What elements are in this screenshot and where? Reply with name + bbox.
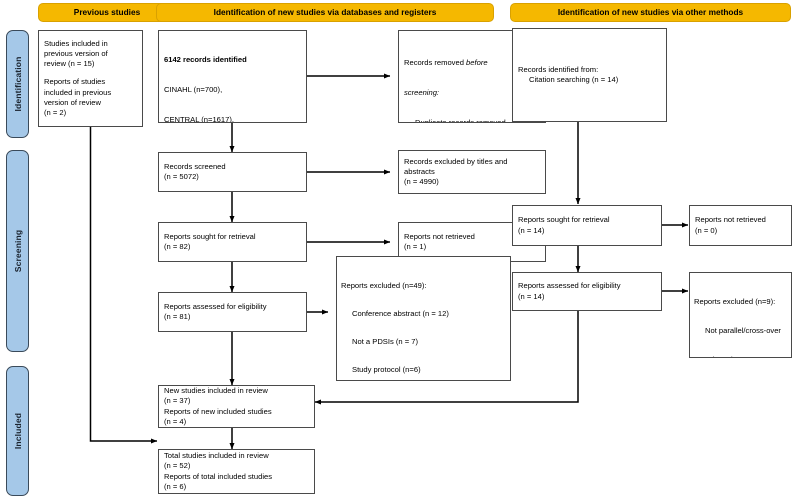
- text-line: (n = 82): [164, 242, 191, 251]
- header-previous-studies: Previous studies: [38, 3, 176, 22]
- box-previous-studies-included: Studies included in previous version of …: [38, 30, 143, 127]
- text-line: Studies included in: [44, 39, 108, 49]
- text-line: CINAHL (n=700),: [164, 85, 223, 95]
- text-line: Reports of new included studies: [164, 406, 272, 416]
- text-line: (n = 2): [44, 107, 67, 117]
- text-line: (n = 5072): [164, 172, 199, 181]
- text-line: (n = 52): [164, 461, 191, 471]
- text-line: Reports not retrieved: [404, 231, 475, 241]
- text-title: Reports excluded (n=9):: [694, 297, 776, 307]
- text-line: Reports of studies: [44, 77, 106, 87]
- box-other-records-identified: Records identified from: Citation search…: [512, 28, 667, 122]
- stage-bar-included: Included: [6, 366, 29, 496]
- header-other-methods: Identification of new studies via other …: [510, 3, 791, 22]
- text-emphasis: before: [466, 58, 488, 68]
- box-other-reports-sought: Reports sought for retrieval (n = 14): [512, 205, 662, 246]
- box-other-reports-excluded: Reports excluded (n=9): Not parallel/cro…: [689, 272, 792, 358]
- box-reports-assessed-for-eligibility: Reports assessed for eligibility (n = 81…: [158, 292, 307, 332]
- text-line: included in previous: [44, 87, 112, 97]
- box-reports-sought-for-retrieval: Reports sought for retrieval (n = 82): [158, 222, 307, 262]
- text-line: (n = 14): [518, 225, 545, 235]
- text-line: Reports sought for retrieval: [518, 215, 610, 225]
- text-line: (n = 81): [164, 312, 191, 321]
- box-records-screened: Records screened (n = 5072): [158, 152, 307, 192]
- text-line: (n = 4): [164, 416, 187, 426]
- stage-label-identification: Identification: [12, 56, 23, 112]
- text-line: Citation searching (n = 14): [529, 75, 619, 84]
- text-line: (n = 6): [164, 481, 187, 491]
- text-line: (n = 37): [164, 396, 191, 406]
- stage-bar-identification: Identification: [6, 30, 29, 138]
- text-line: (n = 14): [518, 291, 545, 301]
- text-line: Reports sought for retrieval: [164, 231, 256, 241]
- stage-label-included: Included: [12, 412, 23, 450]
- text-line: Reports assessed for eligibility: [518, 281, 621, 291]
- text-lead: Records removed: [404, 58, 467, 68]
- header-databases-registers: Identification of new studies via databa…: [156, 3, 494, 22]
- text-line: Conference abstract (n = 12): [352, 309, 449, 319]
- text-line: RCT (n = 4): [694, 355, 787, 358]
- text-spacer: [44, 69, 137, 77]
- text-line: previous version of: [44, 49, 108, 59]
- text-title: 6142 records identified: [164, 55, 247, 65]
- text-line: Duplicate records removed: [415, 118, 506, 123]
- text-emphasis: screening:: [404, 88, 440, 98]
- box-other-reports-assessed: Reports assessed for eligibility (n = 14…: [512, 272, 662, 311]
- box-records-excluded: Records excluded by titles and abstracts…: [398, 150, 546, 194]
- text-line: Records screened: [164, 161, 226, 171]
- text-line: Records removed before: [404, 58, 540, 68]
- text-line: Reports not retrieved: [695, 215, 766, 225]
- text-line: (n = 0): [695, 225, 718, 235]
- text-title: Reports excluded (n=49):: [341, 280, 427, 290]
- text-line: Not parallel/cross-over: [705, 325, 781, 335]
- text-line: CENTRAL (n=1617),: [164, 115, 234, 123]
- text-line: abstracts: [404, 166, 435, 176]
- text-line: Records excluded by titles and: [404, 156, 508, 166]
- text-line: (n = 1): [404, 242, 427, 251]
- text-line: New studies included in review: [164, 386, 268, 396]
- box-total-studies-included: Total studies included in review (n = 52…: [158, 449, 315, 494]
- text-line: Total studies included in review: [164, 451, 269, 461]
- stage-bar-screening: Screening: [6, 150, 29, 352]
- box-records-identified: 6142 records identified CINAHL (n=700), …: [158, 30, 307, 123]
- text-line: Study protocol (n=6): [352, 365, 421, 375]
- stage-label-screening: Screening: [12, 229, 23, 273]
- text-line: Reports assessed for eligibility: [164, 301, 267, 311]
- text-line: Reports of total included studies: [164, 471, 273, 481]
- text-line: (n = 4990): [404, 177, 439, 186]
- text-line: Not a PDSIs (n = 7): [352, 337, 419, 347]
- box-reports-excluded: Reports excluded (n=49): Conference abst…: [336, 256, 511, 381]
- box-other-reports-not-retrieved: Reports not retrieved (n = 0): [689, 205, 792, 246]
- text-line: version of review: [44, 97, 101, 107]
- box-new-studies-included: New studies included in review (n = 37) …: [158, 385, 315, 428]
- text-line: review (n = 15): [44, 59, 95, 69]
- text-lead: Records identified from:: [518, 64, 599, 74]
